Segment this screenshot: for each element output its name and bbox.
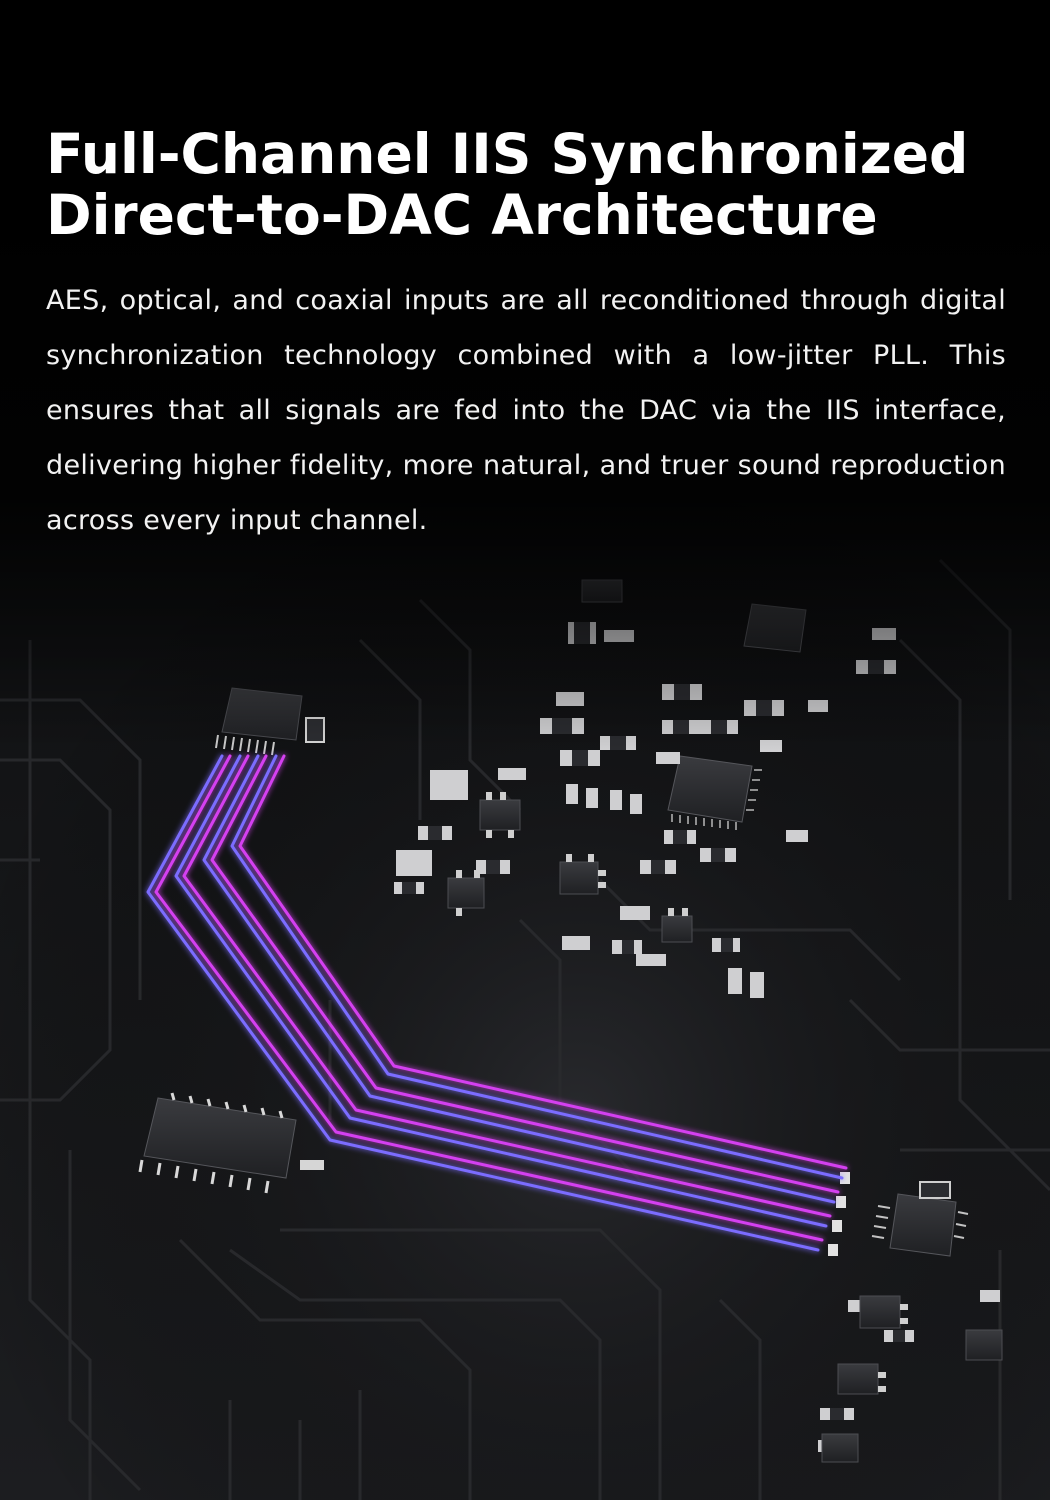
title-line-1: Full-Channel IIS Synchronized <box>46 122 969 186</box>
feature-copy: Full-Channel IIS Synchronized Direct-to-… <box>46 124 1006 548</box>
page-title: Full-Channel IIS Synchronized Direct-to-… <box>46 124 1006 245</box>
feature-description: AES, optical, and coaxial inputs are all… <box>46 285 1006 536</box>
title-line-2: Direct-to-DAC Architecture <box>46 182 878 247</box>
